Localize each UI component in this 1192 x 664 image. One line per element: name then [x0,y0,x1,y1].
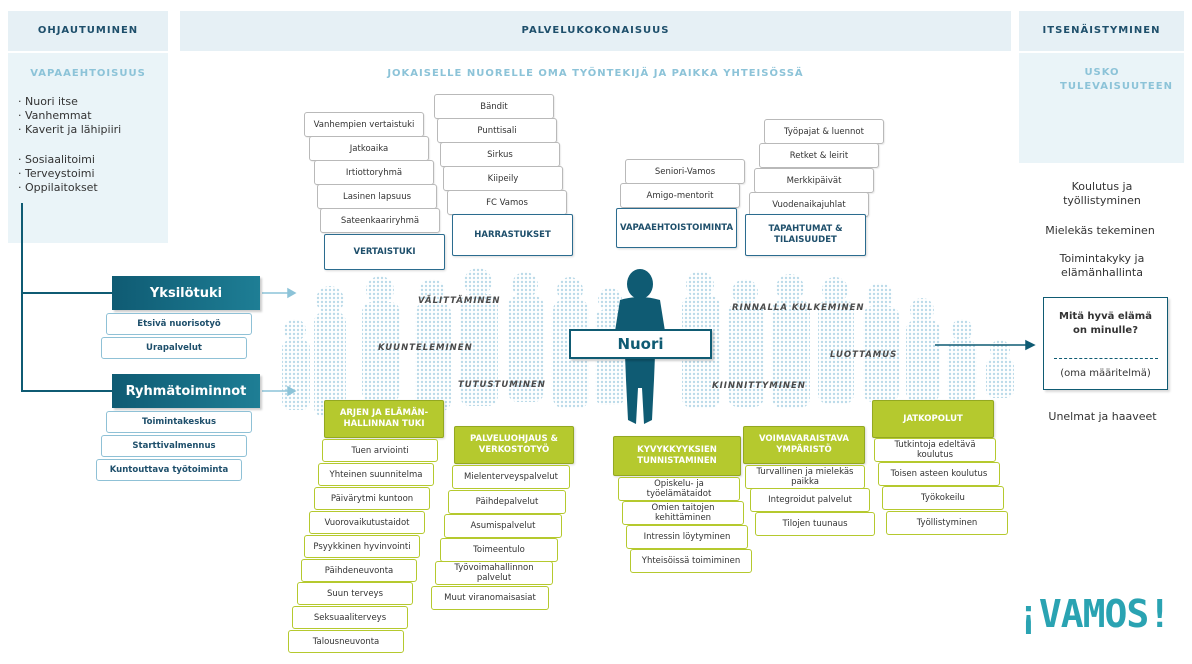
voimavarat-item: Turvallinen ja mielekäs paikka [745,465,865,489]
harrastukset-item: FC Vamos [447,190,567,215]
harrastukset-item: Kiipeily [443,166,563,191]
vertaistuki-item: Jatkoaika [309,136,429,161]
arki-item: Talousneuvonta [288,630,404,653]
outcome-toimintakyky: Toimintakyky ja elämänhallinta [1059,252,1145,279]
theme-tutustuminen: TUTUSTUMINEN [458,380,546,390]
jatkopolut-item: Työkokeilu [882,486,1004,510]
vertaistuki-item: Vanhempien vertaistuki [304,112,424,137]
outcome-koulutus: Koulutus ja työllistyminen [1063,180,1141,207]
theme-valittaminen: VÄLITTÄMINEN [418,296,501,306]
column-header-itsenaistyminen: ITSENÄISTYMINEN [1019,11,1184,51]
jatkopolut-item: Toisen asteen koulutus [878,462,1000,486]
ryhmatoiminnot-label: Ryhmätoiminnot [112,374,260,408]
arki-title: ARJEN JA ELÄMÄN-HALLINNAN TUKI [324,400,444,438]
theme-kiinnittyminen: KIINNITTYMINEN [712,381,806,391]
column-header-ohjautuminen: OHJAUTUMINEN [8,11,168,51]
referral-item: · Terveystoimi [18,167,95,180]
vamos-logo: ¡VAMOS! [1017,592,1171,636]
kyvykkyydet-title: KYVYKKYYKSIEN TUNNISTAMINEN [613,436,741,476]
jatkopolut-title: JATKOPOLUT [872,400,994,438]
column-header-palvelukokonaisuus: PALVELUKOKONAISUUS [180,11,1011,51]
tapahtumat-item: Työpajat & luennot [764,119,884,144]
question-box: Mitä hyvä elämä on minulle? (oma määrite… [1043,297,1168,390]
subtitle-vapaaehtoisuus: VAPAAEHTOISUUS [30,68,146,79]
referral-list-2: · Sosiaalitoimi · Terveystoimi · Oppilai… [18,153,168,195]
palveluohjaus-item: Muut viranomaisasiat [431,586,549,610]
vertaistuki-item: Sateenkaariryhmä [320,208,440,233]
voimavarat-item: Integroidut palvelut [750,488,870,512]
theme-rinnalla-kulkeminen: RINNALLA KULKEMINEN [732,303,865,313]
arki-item: Seksuaaliterveys [292,606,408,629]
palveluohjaus-item: Työvoimahallinnon palvelut [435,561,553,585]
referral-item: · Vanhemmat [18,109,92,122]
kyvykkyydet-item: Intressin löytyminen [626,525,748,549]
vertaistuki-title: VERTAISTUKI [324,234,445,270]
dreams-text: Unelmat ja haaveet [1048,410,1157,423]
kyvykkyydet-item: Yhteisöissä toimiminen [630,549,752,573]
theme-kuunteleminen: KUUNTELEMINEN [378,343,473,353]
harrastukset-item: Bändit [434,94,554,119]
tapahtumat-item: Retket & leirit [759,143,879,168]
nuori-figure [612,269,668,424]
referral-list-1: · Nuori itse · Vanhemmat · Kaverit ja lä… [18,95,168,137]
column-body-ohjautuminen [8,53,168,243]
arki-item: Suun terveys [297,582,413,605]
yksilotuki-item: Etsivä nuorisotyö [106,313,252,335]
arki-item: Päivärytmi kuntoon [314,487,430,510]
arki-item: Päihdeneuvonta [301,559,417,582]
subtitle-usko-tulevaisuuteen: USKO TULEVAISUUTEEN [1060,67,1173,92]
kyvykkyydet-item: Opiskelu- ja työelämätaidot [618,477,740,501]
nuori-box: Nuori [569,329,712,359]
palveluohjaus-item: Asumispalvelut [444,514,562,538]
palveluohjaus-item: Päihdepalvelut [448,490,566,514]
voimavarat-title: VOIMAVARAISTAVA YMPÄRISTÖ [743,426,865,464]
vertaistuki-item: Irtiottoryhmä [314,160,434,185]
question-note: (oma määritelmä) [1060,368,1151,379]
referral-item: · Sosiaalitoimi [18,153,95,166]
arki-item: Psyykkinen hyvinvointi [304,535,420,558]
arki-item: Tuen arviointi [322,439,438,462]
outcome-mielekas: Mielekäs tekeminen [1045,224,1155,237]
ryhmatoiminnot-item: Starttivalmennus [101,435,247,457]
palveluohjaus-item: Toimeentulo [440,538,558,562]
arki-item: Yhteinen suunnitelma [318,463,434,486]
vapaaehtoistoiminta-title: VAPAAEHTOISTOIMINTA [616,208,737,248]
referral-item: · Nuori itse [18,95,78,108]
yksilotuki-label: Yksilötuki [112,276,260,310]
vapaaehtoistoiminta-item: Seniori-Vamos [625,159,745,184]
arki-item: Vuorovaikutustaidot [309,511,425,534]
ryhmatoiminnot-item: Kuntouttava työtoiminta [96,459,242,481]
voimavarat-item: Tilojen tuunaus [755,512,875,536]
harrastukset-item: Sirkus [440,142,560,167]
palveluohjaus-item: Mielenterveyspalvelut [452,465,570,489]
vapaaehtoistoiminta-item: Amigo-mentorit [620,183,740,208]
jatkopolut-item: Työllistyminen [886,511,1008,535]
theme-luottamus: LUOTTAMUS [830,350,898,360]
jatkopolut-item: Tutkintoja edeltävä koulutus [874,438,996,462]
referral-item: · Kaverit ja lähipiiri [18,123,122,136]
referral-item: · Oppilaitokset [18,181,98,194]
kyvykkyydet-item: Omien taitojen kehittäminen [622,501,744,525]
tapahtumat-item: Merkkipäivät [754,168,874,193]
harrastukset-item: Punttisali [437,118,557,143]
ryhmatoiminnot-item: Toimintakeskus [106,411,252,433]
harrastukset-title: HARRASTUKSET [452,214,573,256]
palveluohjaus-title: PALVELUOHJAUS & VERKOSTOTYÖ [454,426,574,464]
yksilotuki-item: Urapalvelut [101,337,247,359]
question-text: Mitä hyvä elämä on minulle? [1059,311,1152,336]
subtitle-palvelukokonaisuus: JOKAISELLE NUORELLE OMA TYÖNTEKIJÄ JA PA… [387,68,804,79]
tapahtumat-title: TAPAHTUMAT & TILAISUUDET [745,214,866,256]
column-body-itsenaistyminen [1019,53,1184,163]
vertaistuki-item: Lasinen lapsuus [317,184,437,209]
question-divider [1054,358,1158,359]
